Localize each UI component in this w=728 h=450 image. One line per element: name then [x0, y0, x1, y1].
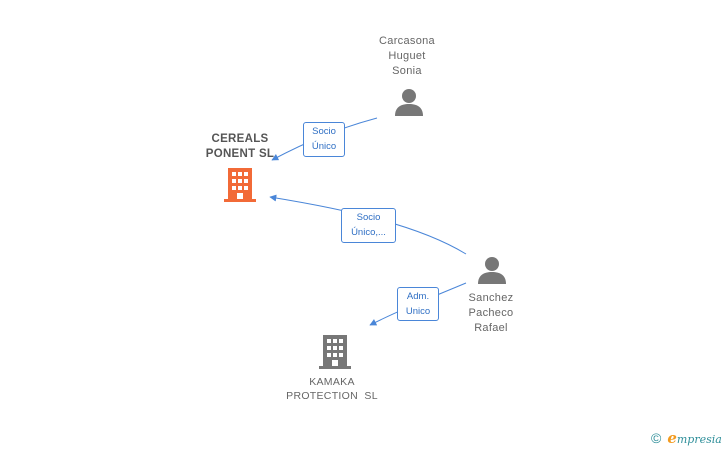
person-icon[interactable]	[478, 257, 506, 284]
brand-name: empresia	[667, 429, 722, 447]
person-icon[interactable]	[395, 89, 423, 116]
node-label-line: Rafael	[474, 322, 508, 334]
node-label-line: Pacheco	[468, 307, 514, 319]
copyright-icon: ©	[651, 430, 662, 446]
edge-label-socio-unico[interactable]: Socio Único	[303, 122, 345, 157]
node-label-cereals[interactable]: CEREALS PONENT SL	[190, 132, 290, 162]
building-icon[interactable]	[319, 335, 351, 369]
node-label-line: Sanchez	[468, 292, 514, 304]
node-label-line: KAMAKA	[309, 376, 355, 388]
brand-initial: e	[667, 429, 677, 447]
edge-label-line: Unico	[405, 306, 431, 317]
edge-label-line: Socio	[356, 212, 381, 223]
node-label-line: PONENT SL	[205, 148, 275, 160]
node-label-line: Carcasona	[379, 35, 435, 47]
node-label-kamaka[interactable]: KAMAKA PROTECTION SL	[272, 375, 392, 403]
node-label-line: PROTECTION SL	[286, 390, 378, 402]
brand-rest: mpresia	[676, 433, 722, 446]
node-label-line: Huguet	[388, 50, 426, 62]
edge-label-socio-unico-etc[interactable]: Socio Único,...	[341, 208, 396, 243]
node-label-line: Sonia	[392, 65, 422, 77]
edge-label-line: Adm.	[406, 291, 430, 302]
building-icon[interactable]	[224, 168, 256, 202]
edge-label-line: Único,...	[351, 227, 386, 238]
node-label-sanchez[interactable]: Sanchez Pacheco Rafael	[441, 291, 541, 336]
node-label-line: CEREALS	[211, 133, 269, 145]
edge-label-line: Único	[311, 141, 337, 152]
edge-label-adm-unico[interactable]: Adm. Unico	[397, 287, 439, 321]
node-label-carcasona[interactable]: Carcasona Huguet Sonia	[357, 34, 457, 79]
edge-label-line: Socio	[312, 126, 336, 137]
brand-logo: © empresia	[651, 429, 722, 447]
